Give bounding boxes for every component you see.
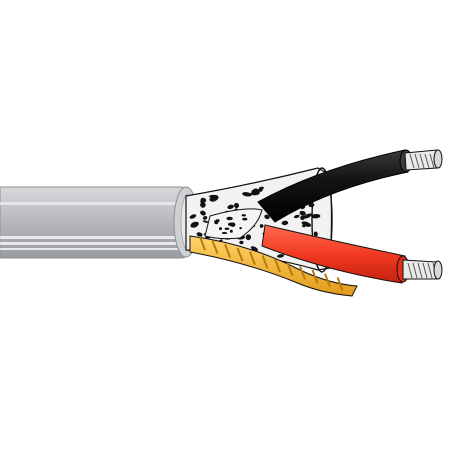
jacket-stripe — [0, 236, 180, 239]
jacket-stripe — [0, 202, 180, 205]
red-conductor — [261, 224, 443, 284]
jacket-stripe — [0, 242, 180, 245]
foil-flap — [204, 208, 263, 240]
black-wire-strands — [409, 153, 435, 169]
jacket-stripe — [0, 248, 180, 250]
drain-wire-twist-stripes — [199, 236, 344, 291]
outer-jacket — [0, 186, 201, 259]
shield-end-ring — [311, 167, 333, 273]
drain-wire — [189, 235, 358, 297]
black-conductor — [257, 149, 443, 223]
